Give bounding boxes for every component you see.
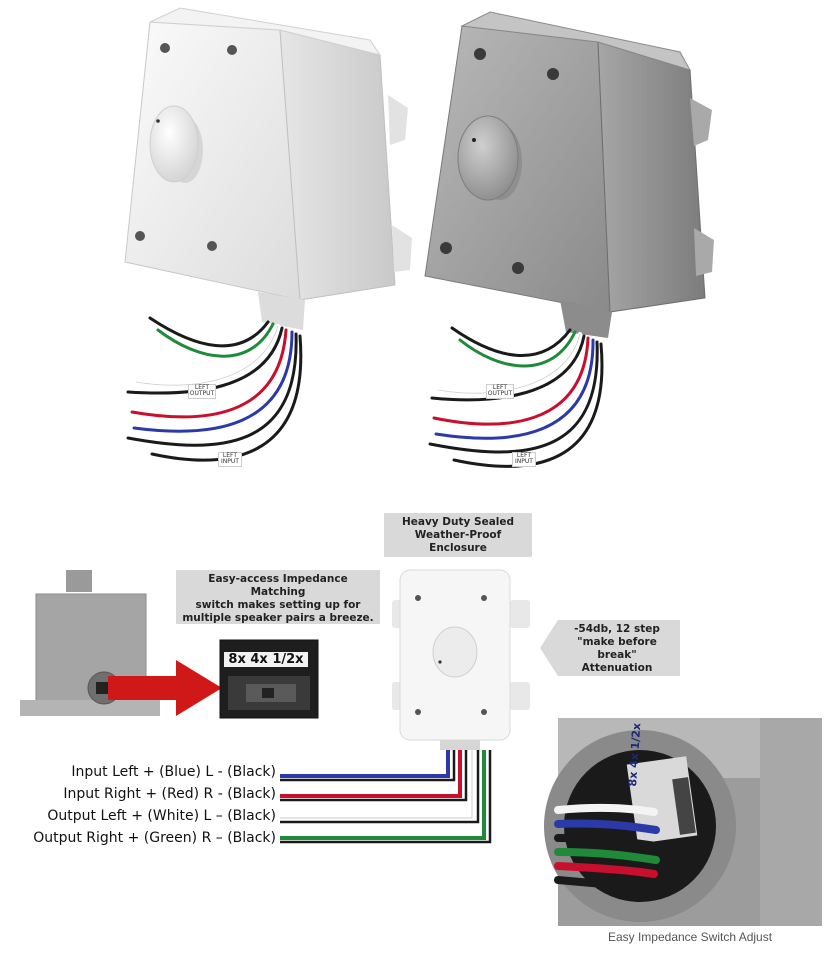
enclosure-callout: Heavy Duty Sealed Weather-Proof Enclosur… [384, 513, 532, 557]
left-input-tag: LEFT INPUT [218, 452, 242, 467]
impedance-switch-label: 8x 4x 1/2x [224, 652, 308, 667]
impedance-callout: Easy-access Impedance Matching switch ma… [176, 570, 380, 624]
gray-volume-control-unit [424, 11, 714, 338]
left-output-tag-gray: LEFT OUTPUT [486, 384, 514, 399]
white-volume-control-unit [124, 7, 412, 330]
wire-label-output-right: Output Right + (Green) R – (Black) [33, 830, 276, 846]
attenuation-callout: -54db, 12 step "make before break" Atten… [540, 620, 680, 676]
wire-label-input-right: Input Right + (Red) R - (Black) [63, 786, 276, 802]
left-output-tag: LEFT OUTPUT [188, 384, 216, 399]
left-input-tag-gray: LEFT INPUT [512, 452, 536, 467]
photo-caption: Easy Impedance Switch Adjust [607, 930, 773, 944]
arrow-icon [108, 660, 222, 716]
gray-unit-wires [428, 326, 604, 468]
wire-label-output-left: Output Left + (White) L – (Black) [47, 808, 276, 824]
impedance-switch-zoom-photo [544, 718, 822, 926]
diagram-white-unit [392, 569, 530, 750]
wire-label-input-left: Input Left + (Blue) L - (Black) [71, 764, 276, 780]
white-unit-wires [126, 316, 303, 462]
diagram-wires [280, 750, 492, 844]
